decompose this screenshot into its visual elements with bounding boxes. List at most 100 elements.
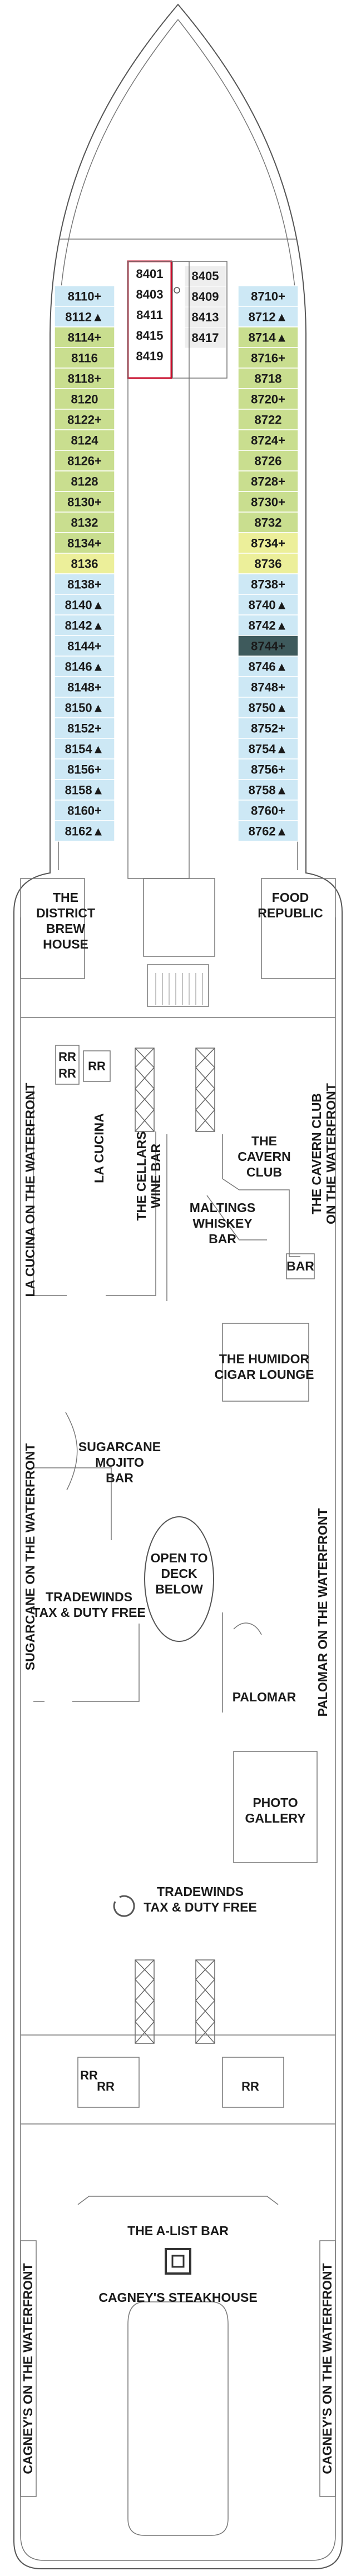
cabin-8748[interactable]: 8748+	[238, 676, 299, 698]
cabin-8156[interactable]: 8156+	[54, 758, 115, 780]
cabin-8130[interactable]: 8130+	[54, 491, 115, 513]
svg-text:OPEN TO: OPEN TO	[150, 1551, 207, 1565]
sugarcane-waterfront-label: SUGARCANE ON THE WATERFRONT	[23, 1443, 37, 1670]
svg-text:RR: RR	[97, 2079, 115, 2093]
a-list-bar-label: THE A-LIST BAR	[127, 2223, 229, 2238]
cabin-8144[interactable]: 8144+	[54, 635, 115, 657]
cabin-8752[interactable]: 8752+	[238, 717, 299, 739]
cabin-8114[interactable]: 8114+	[54, 326, 115, 348]
cabin-8401[interactable]: 8401	[136, 267, 164, 281]
cabin-8744[interactable]: 8744+	[238, 635, 299, 657]
cabin-8712[interactable]: 8712▲	[238, 306, 299, 327]
svg-text:TRADEWINDS: TRADEWINDS	[157, 1884, 244, 1899]
cabin-8158[interactable]: 8158▲	[54, 779, 115, 801]
svg-text:DISTRICT: DISTRICT	[36, 906, 95, 920]
cabin-label: 8120	[71, 393, 98, 406]
cabin-label: 8150▲	[65, 701, 105, 715]
cabin-8714[interactable]: 8714▲	[238, 326, 299, 348]
cabin-label: 8748+	[251, 681, 285, 694]
cabin-8730[interactable]: 8730+	[238, 491, 299, 513]
cabin-8409[interactable]: 8409	[192, 290, 219, 304]
cabin-8732[interactable]: 8732	[238, 512, 299, 533]
cabin-8736[interactable]: 8736	[238, 553, 299, 574]
cabin-8724[interactable]: 8724+	[238, 429, 299, 451]
cabin-8110[interactable]: 8110+	[54, 285, 115, 307]
cabin-8128[interactable]: 8128	[54, 470, 115, 492]
cabin-8126[interactable]: 8126+	[54, 450, 115, 471]
cabin-8122[interactable]: 8122+	[54, 409, 115, 430]
cabin-8411[interactable]: 8411	[136, 308, 163, 322]
cabin-8417[interactable]: 8417	[192, 331, 219, 345]
cabin-8112[interactable]: 8112▲	[54, 306, 115, 327]
cabin-8722[interactable]: 8722	[238, 409, 299, 430]
restroom-labels-aft: RR RR RR	[80, 2068, 259, 2093]
cabin-8134[interactable]: 8134+	[54, 532, 115, 554]
cabin-8718[interactable]: 8718	[238, 368, 299, 389]
cabin-8132[interactable]: 8132	[54, 512, 115, 533]
cabin-8162[interactable]: 8162▲	[54, 820, 115, 842]
cabin-8710[interactable]: 8710+	[238, 285, 299, 307]
cabin-8758[interactable]: 8758▲	[238, 779, 299, 801]
a-list-bar-logo-inner	[171, 2255, 185, 2268]
cabin-8415[interactable]: 8415	[136, 329, 164, 343]
cabin-8124[interactable]: 8124	[54, 429, 115, 451]
cabin-label: 8154▲	[65, 742, 105, 756]
cabin-label: 8122+	[67, 413, 102, 427]
svg-text:MOJITO: MOJITO	[95, 1455, 144, 1470]
cabin-label: 8762▲	[249, 825, 288, 838]
cabin-8152[interactable]: 8152+	[54, 717, 115, 739]
cabin-8756[interactable]: 8756+	[238, 758, 299, 780]
cabin-8419[interactable]: 8419	[136, 349, 164, 363]
cabin-label: 8756+	[251, 763, 285, 777]
cabin-label: 8138+	[67, 578, 102, 592]
tradewinds-label-1: TRADEWINDS TAX & DUTY FREE	[32, 1590, 146, 1620]
aft-dining-room	[127, 2301, 229, 2536]
cabin-8760[interactable]: 8760+	[238, 800, 299, 821]
cabin-8750[interactable]: 8750▲	[238, 697, 299, 718]
cabin-8720[interactable]: 8720+	[238, 388, 299, 410]
svg-text:THE CAVERN CLUB: THE CAVERN CLUB	[309, 1093, 324, 1214]
cabin-8746[interactable]: 8746▲	[238, 656, 299, 677]
cabin-8734[interactable]: 8734+	[238, 532, 299, 554]
photo-gallery-label: PHOTO GALLERY	[245, 1795, 305, 1825]
cabin-8762[interactable]: 8762▲	[238, 820, 299, 842]
cabin-8148[interactable]: 8148+	[54, 676, 115, 698]
cabin-8403[interactable]: 8403	[136, 287, 164, 301]
cabin-8413[interactable]: 8413	[192, 310, 219, 324]
cabin-label: 8718	[255, 372, 282, 386]
cabin-8754[interactable]: 8754▲	[238, 738, 299, 760]
svg-text:RR: RR	[58, 1050, 76, 1064]
cabin-8136[interactable]: 8136	[54, 553, 115, 574]
forward-cabin-column: 8405 8409 8413 8417	[184, 265, 226, 349]
cabin-8150[interactable]: 8150▲	[54, 697, 115, 718]
svg-text:REPUBLIC: REPUBLIC	[258, 906, 323, 920]
cabin-8116[interactable]: 8116	[54, 347, 115, 369]
cabin-8728[interactable]: 8728+	[238, 470, 299, 492]
cabin-label: 8162▲	[65, 825, 105, 838]
stair-treads-forward	[155, 973, 203, 1005]
svg-text:HOUSE: HOUSE	[43, 937, 88, 951]
cabin-8154[interactable]: 8154▲	[54, 738, 115, 760]
cabin-8740[interactable]: 8740▲	[238, 594, 299, 616]
cabin-8142[interactable]: 8142▲	[54, 614, 115, 636]
svg-text:THE: THE	[251, 1134, 277, 1148]
maltings-label: MALTINGS WHISKEY BAR	[190, 1200, 255, 1246]
cabin-8738[interactable]: 8738+	[238, 573, 299, 595]
cabin-8716[interactable]: 8716+	[238, 347, 299, 369]
hull-inner	[20, 917, 336, 2561]
cabin-8160[interactable]: 8160+	[54, 800, 115, 821]
cabin-8405[interactable]: 8405	[192, 269, 219, 283]
cabin-8118[interactable]: 8118+	[54, 368, 115, 389]
svg-text:PHOTO: PHOTO	[253, 1795, 298, 1810]
cabin-8726[interactable]: 8726	[238, 450, 299, 471]
cabin-label: 8726	[255, 454, 282, 468]
cabin-8120[interactable]: 8120	[54, 388, 115, 410]
sugarcane-mojito-label: SUGARCANE MOJITO BAR	[78, 1440, 161, 1485]
cabin-8140[interactable]: 8140▲	[54, 594, 115, 616]
district-brew-house-area	[20, 878, 85, 979]
cabin-8146[interactable]: 8146▲	[54, 656, 115, 677]
cabin-8742[interactable]: 8742▲	[238, 614, 299, 636]
la-cucina-label: LA CUCINA	[92, 1113, 106, 1183]
cabin-label: 8722	[255, 413, 282, 427]
cabin-8138[interactable]: 8138+	[54, 573, 115, 595]
